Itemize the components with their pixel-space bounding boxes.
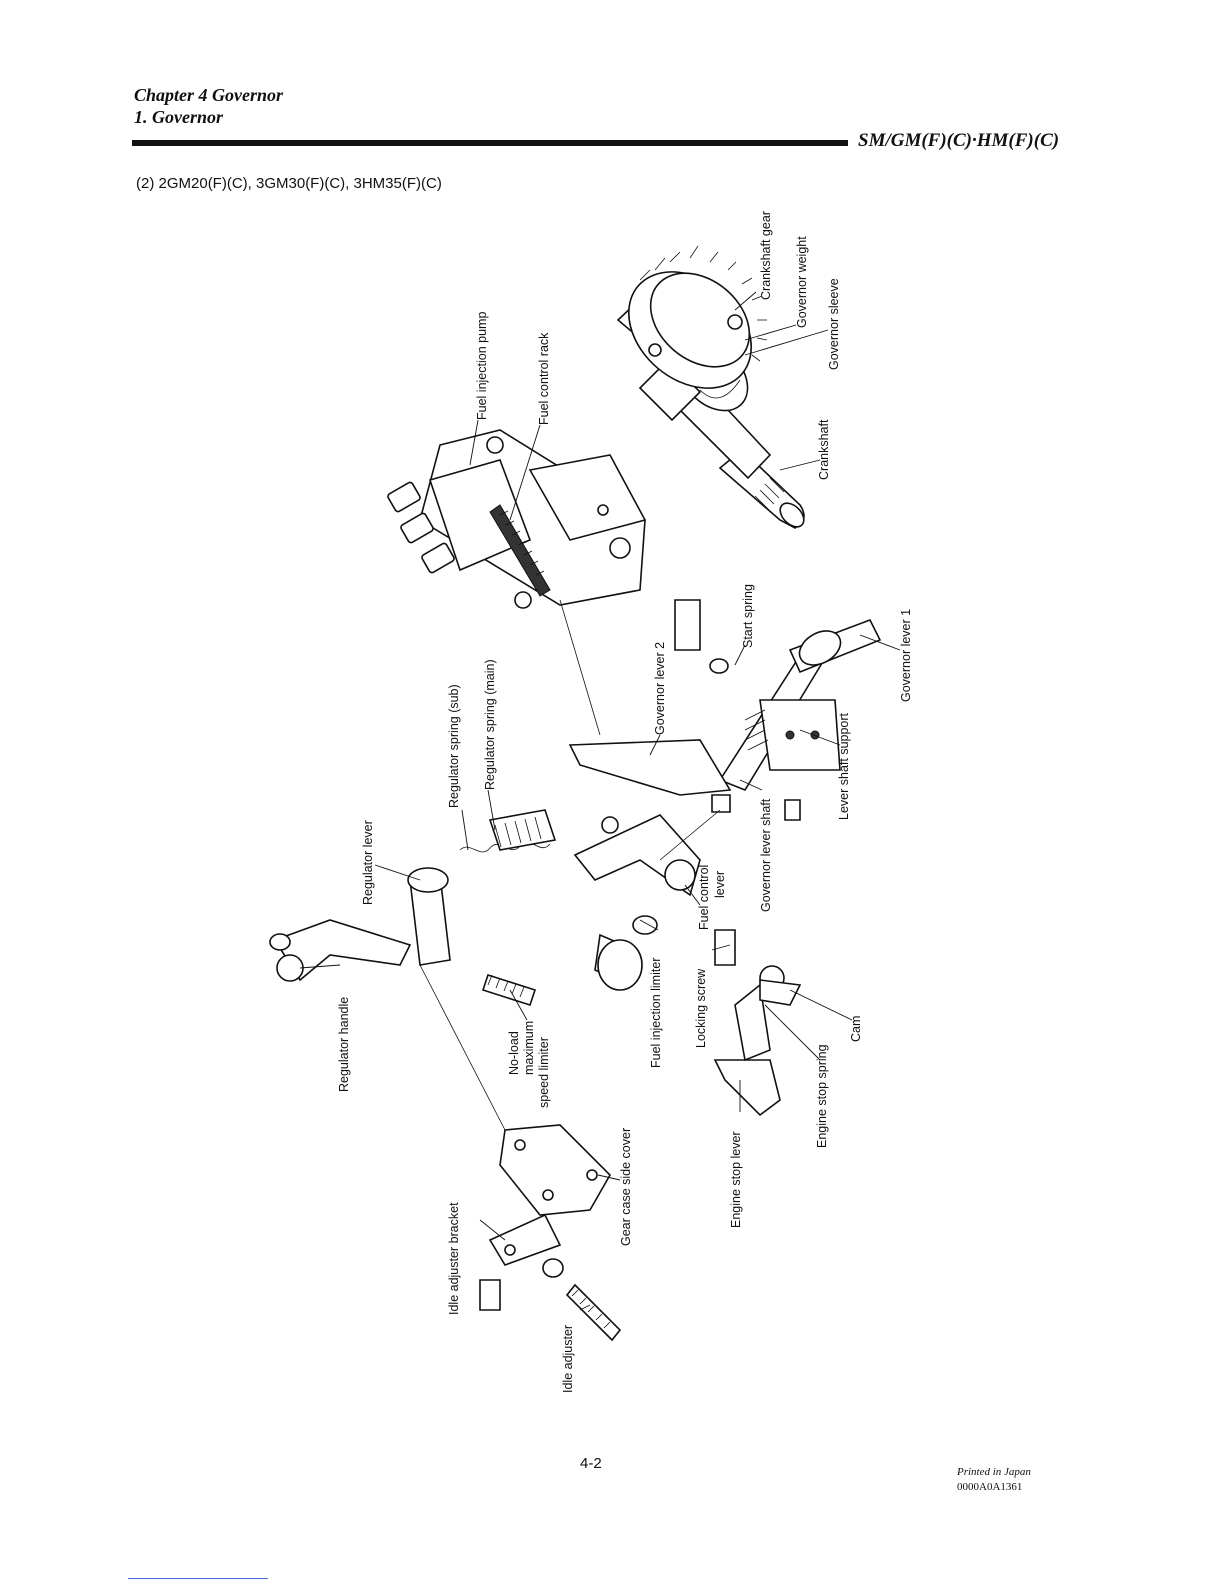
governor-lever-shaft-assembly xyxy=(568,599,882,821)
label-governor-lever-2: Governor lever 2 xyxy=(653,642,667,735)
label-fuel-control-rack: Fuel control rack xyxy=(537,332,551,425)
chapter-title: Chapter 4 Governor xyxy=(134,85,284,105)
label-no-load-line3: speed limiter xyxy=(537,1037,551,1108)
gear-case-side-cover xyxy=(499,1124,611,1216)
section-title: 1. Governor xyxy=(134,107,223,127)
label-gear-case-side-cover: Gear case side cover xyxy=(619,1128,633,1246)
label-crankshaft: Crankshaft xyxy=(817,419,831,480)
crankshaft-assembly xyxy=(616,245,805,529)
subheading: (2) 2GM20(F)(C), 3GM30(F)(C), 3HM35(F)(C… xyxy=(136,175,442,192)
idle-adjuster-assembly xyxy=(479,1213,622,1342)
label-lever-shaft-support: Lever shaft support xyxy=(837,712,851,820)
label-governor-sleeve: Governor sleeve xyxy=(827,278,841,370)
label-regulator-spring-sub: Regulator spring (sub) xyxy=(447,684,461,808)
fuel-control-lever-assembly xyxy=(481,814,701,1007)
label-cam: Cam xyxy=(849,1016,863,1042)
label-governor-weight: Governor weight xyxy=(795,236,809,328)
label-fuel-injection-pump: Fuel injection pump xyxy=(475,312,489,420)
label-no-load-line1: No-load xyxy=(507,1031,521,1075)
label-no-load-line2: maximum xyxy=(522,1021,536,1075)
part-labels: Crankshaft gear Governor weight Governor… xyxy=(337,211,913,1393)
label-idle-adjuster-bracket: Idle adjuster bracket xyxy=(447,1202,461,1315)
label-regulator-spring-main: Regulator spring (main) xyxy=(483,659,497,790)
header-rule xyxy=(132,140,848,146)
label-start-spring: Start spring xyxy=(741,584,755,648)
fuel-injection-pump xyxy=(387,429,647,609)
label-locking-screw: Locking screw xyxy=(694,968,708,1048)
label-governor-lever-1: Governor lever 1 xyxy=(899,609,913,702)
label-engine-stop-spring: Engine stop spring xyxy=(815,1044,829,1148)
footer-link-rule xyxy=(128,1578,268,1579)
printed-in-japan: Printed in Japan xyxy=(957,1466,1031,1478)
label-engine-stop-lever: Engine stop lever xyxy=(729,1131,743,1228)
label-fuel-injection-limiter: Fuel injection limiter xyxy=(649,958,663,1068)
leader-lines xyxy=(299,291,901,1311)
model-heading: SM/GM(F)(C)·HM(F)(C) xyxy=(858,130,1060,151)
engine-stop-lever-assembly xyxy=(713,929,802,1117)
regulator-spring-assembly xyxy=(459,809,557,853)
label-fuel-control-lever-line1: Fuel control xyxy=(697,865,711,930)
document-code: 0000A0A1361 xyxy=(957,1481,1023,1493)
label-governor-lever-shaft: Governor lever shaft xyxy=(759,798,773,912)
label-fuel-control-lever-line2: lever xyxy=(713,871,727,898)
label-idle-adjuster: Idle adjuster xyxy=(561,1325,575,1393)
regulator-lever-assembly xyxy=(269,867,451,982)
label-regulator-handle: Regulator handle xyxy=(337,997,351,1092)
label-regulator-lever: Regulator lever xyxy=(361,820,375,905)
label-crankshaft-gear: Crankshaft gear xyxy=(759,211,773,300)
page-number: 4-2 xyxy=(580,1455,602,1472)
